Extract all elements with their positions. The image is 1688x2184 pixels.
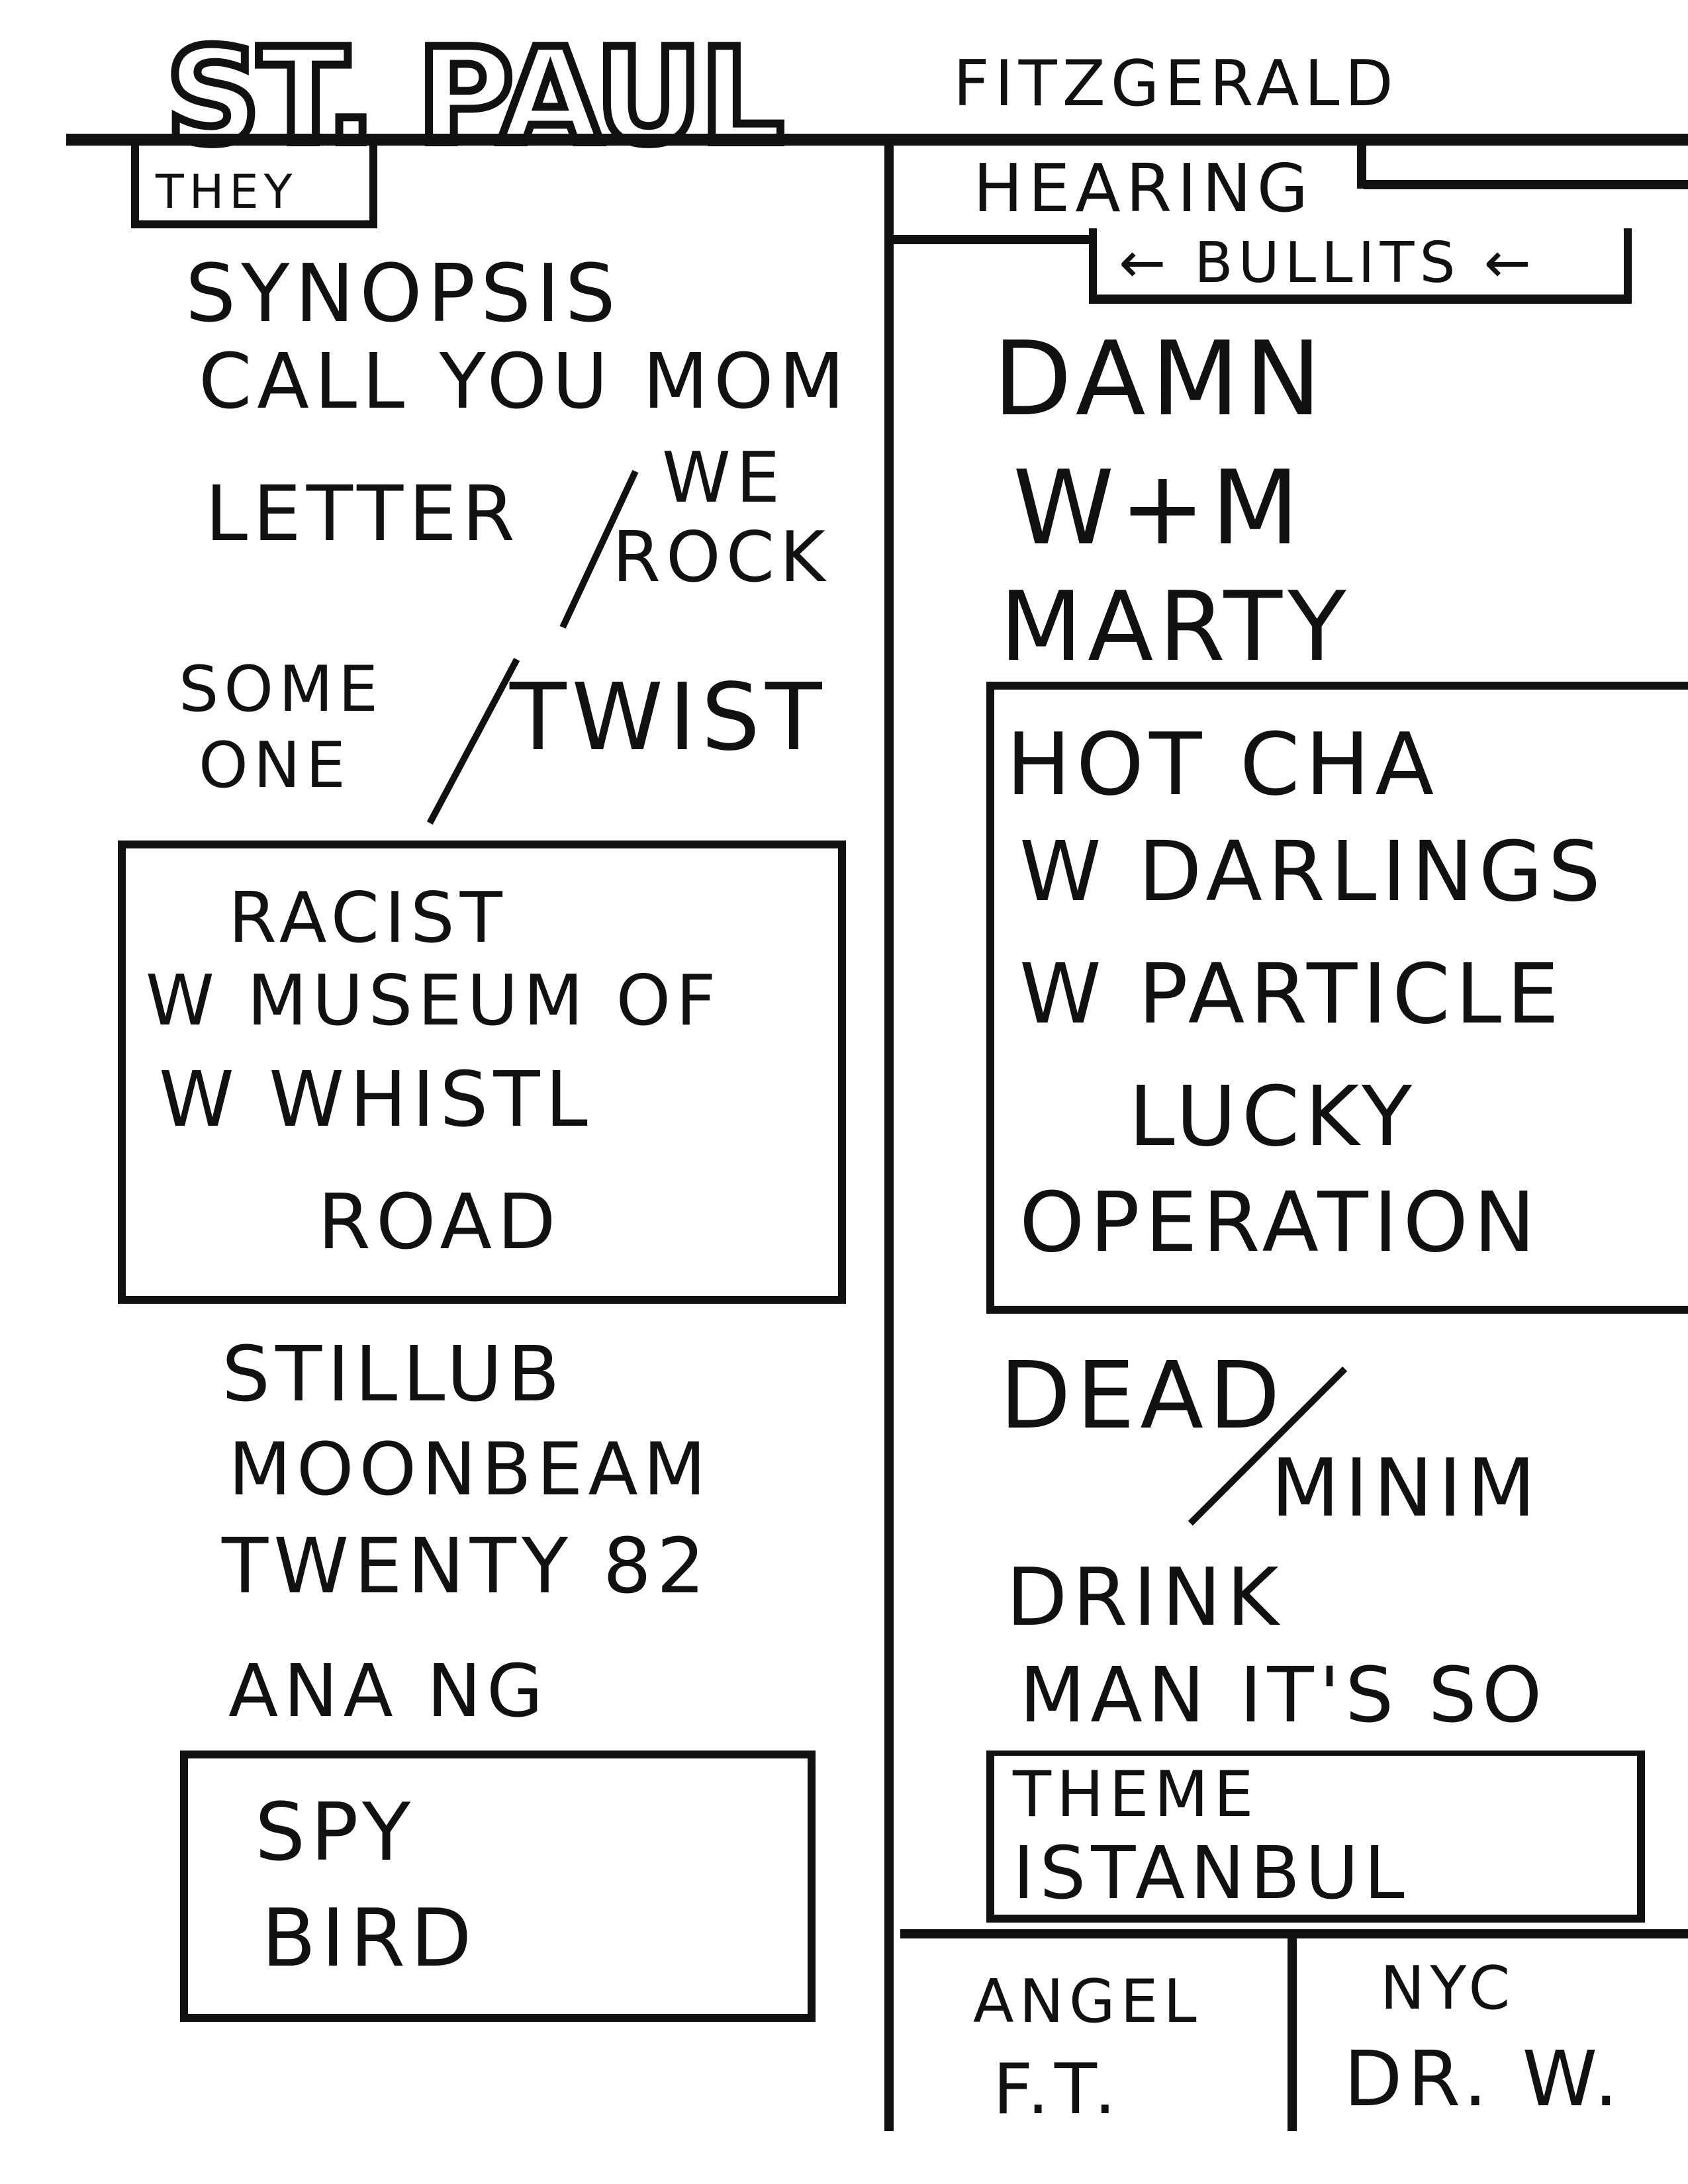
song-group-box [118, 841, 846, 1304]
song: THEME [1013, 1758, 1259, 1831]
song: WE [662, 437, 786, 518]
song: TWIST [510, 664, 827, 772]
footer-left-line2: F.T. [993, 2049, 1121, 2130]
footer-left-line1: ANGEL [973, 1967, 1202, 2036]
top-divider [66, 134, 1688, 146]
song: ANA NG [228, 1649, 549, 1733]
song: MOONBEAM [228, 1427, 712, 1512]
song: RACIST [228, 878, 508, 958]
subtitle: FITZGERALD [953, 48, 1399, 120]
song: MAN IT'S SO [1019, 1651, 1548, 1740]
center-divider [884, 136, 894, 2131]
song: W MUSEUM OF [146, 960, 722, 1041]
label-they: THEY [156, 165, 298, 219]
song: ROAD [318, 1178, 561, 1267]
divider [1364, 180, 1688, 189]
bullits-box [1089, 228, 1632, 302]
song: W WHISTL [159, 1056, 593, 1144]
footer-divider [1288, 1929, 1297, 2131]
song-group-box [180, 1751, 816, 2022]
song: W PARTICLE [1019, 946, 1565, 1042]
footer-right-line1: NYC [1380, 1954, 1516, 2023]
song: ROCK [612, 517, 831, 598]
label-hearing: HEARING [973, 150, 1314, 227]
song: DEAD [1000, 1342, 1286, 1450]
song: HOT CHA [1006, 714, 1440, 815]
divider [890, 235, 1089, 244]
song: BIRD [261, 1893, 477, 1985]
song: SPY [255, 1787, 416, 1879]
logo: ST. PAUL [162, 16, 788, 178]
song: DAMN [993, 319, 1327, 439]
song: CALL YOU MOM [199, 338, 850, 426]
song: OPERATION [1019, 1175, 1541, 1271]
song: W DARLINGS [1019, 824, 1606, 920]
song: DRINK [1006, 1552, 1284, 1644]
label-bullits: ← BULLITS ← [1119, 230, 1536, 296]
song: MINIM [1271, 1443, 1541, 1535]
divider [986, 1751, 1645, 1756]
song: STILLUB [222, 1330, 565, 1419]
song: LETTER [205, 470, 520, 559]
song: MARTY [1000, 571, 1352, 683]
song-group-box [986, 682, 1688, 1314]
divider [1089, 295, 1632, 304]
song: TWENTY 82 [222, 1522, 711, 1611]
song: SYNOPSIS [185, 248, 621, 340]
song: SOME [179, 653, 384, 726]
song: W+M [1013, 448, 1305, 568]
song: ONE [199, 729, 351, 802]
footer-right-line2: DR. W. [1344, 2035, 1624, 2124]
song-group-box [986, 1751, 1645, 1923]
song: LUCKY [1129, 1069, 1418, 1165]
they-box [131, 142, 377, 228]
divider [1357, 139, 1366, 189]
slash [426, 658, 520, 825]
song: ISTANBUL [1013, 1831, 1410, 1915]
